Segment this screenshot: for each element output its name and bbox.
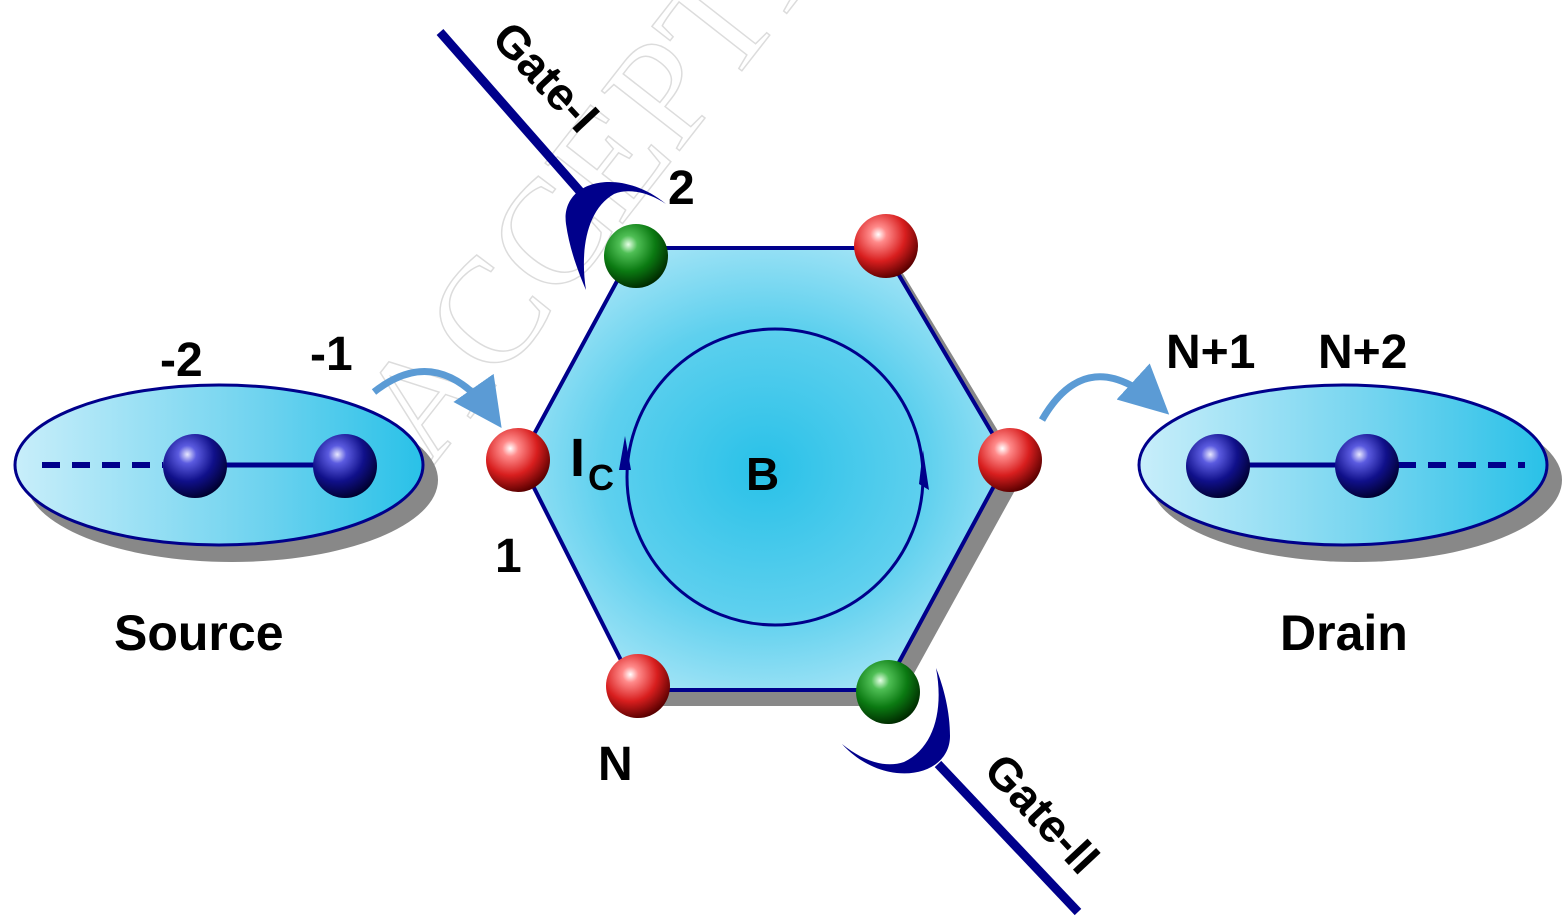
atom-right: [978, 428, 1042, 492]
current-subscript: C: [588, 457, 614, 498]
gate-1-electrode: [565, 181, 666, 290]
atom-top-right: [854, 214, 918, 278]
site-1-label: 1: [495, 530, 522, 583]
atom-lead-n-plus-2: [1335, 434, 1399, 498]
site-2-label: 2: [668, 162, 695, 215]
drain-label: Drain: [1280, 605, 1408, 661]
lead-n-plus-1-label: N+1: [1166, 326, 1255, 379]
atom-site-2: [604, 224, 668, 288]
gate-2-line: [934, 760, 1082, 916]
lead-minus-1-label: -1: [310, 328, 353, 381]
lead-minus-2-label: -2: [160, 334, 203, 387]
current-arrow-right: [919, 450, 929, 490]
source-hop-arrow: [371, 368, 502, 429]
atom-lead-n-plus-1: [1186, 434, 1250, 498]
current-symbol: I: [570, 428, 585, 488]
gate-2-label: Gate-II: [975, 743, 1111, 883]
gate-1-line: [436, 29, 588, 199]
lead-n-plus-2-label: N+2: [1318, 326, 1407, 379]
current-arrow-left: [619, 436, 631, 470]
atom-site-n: [606, 654, 670, 718]
drain-hop-arrow: [1038, 363, 1170, 422]
atom-lead-minus-2: [163, 434, 227, 498]
atom-site-1: [486, 428, 550, 492]
atom-bottom-right: [856, 660, 920, 724]
gate-2-electrode: [842, 668, 950, 774]
site-n-label: N: [598, 738, 633, 791]
source-label: Source: [114, 605, 284, 661]
magnetic-field-label: B: [746, 448, 779, 500]
atom-lead-minus-1: [313, 434, 377, 498]
